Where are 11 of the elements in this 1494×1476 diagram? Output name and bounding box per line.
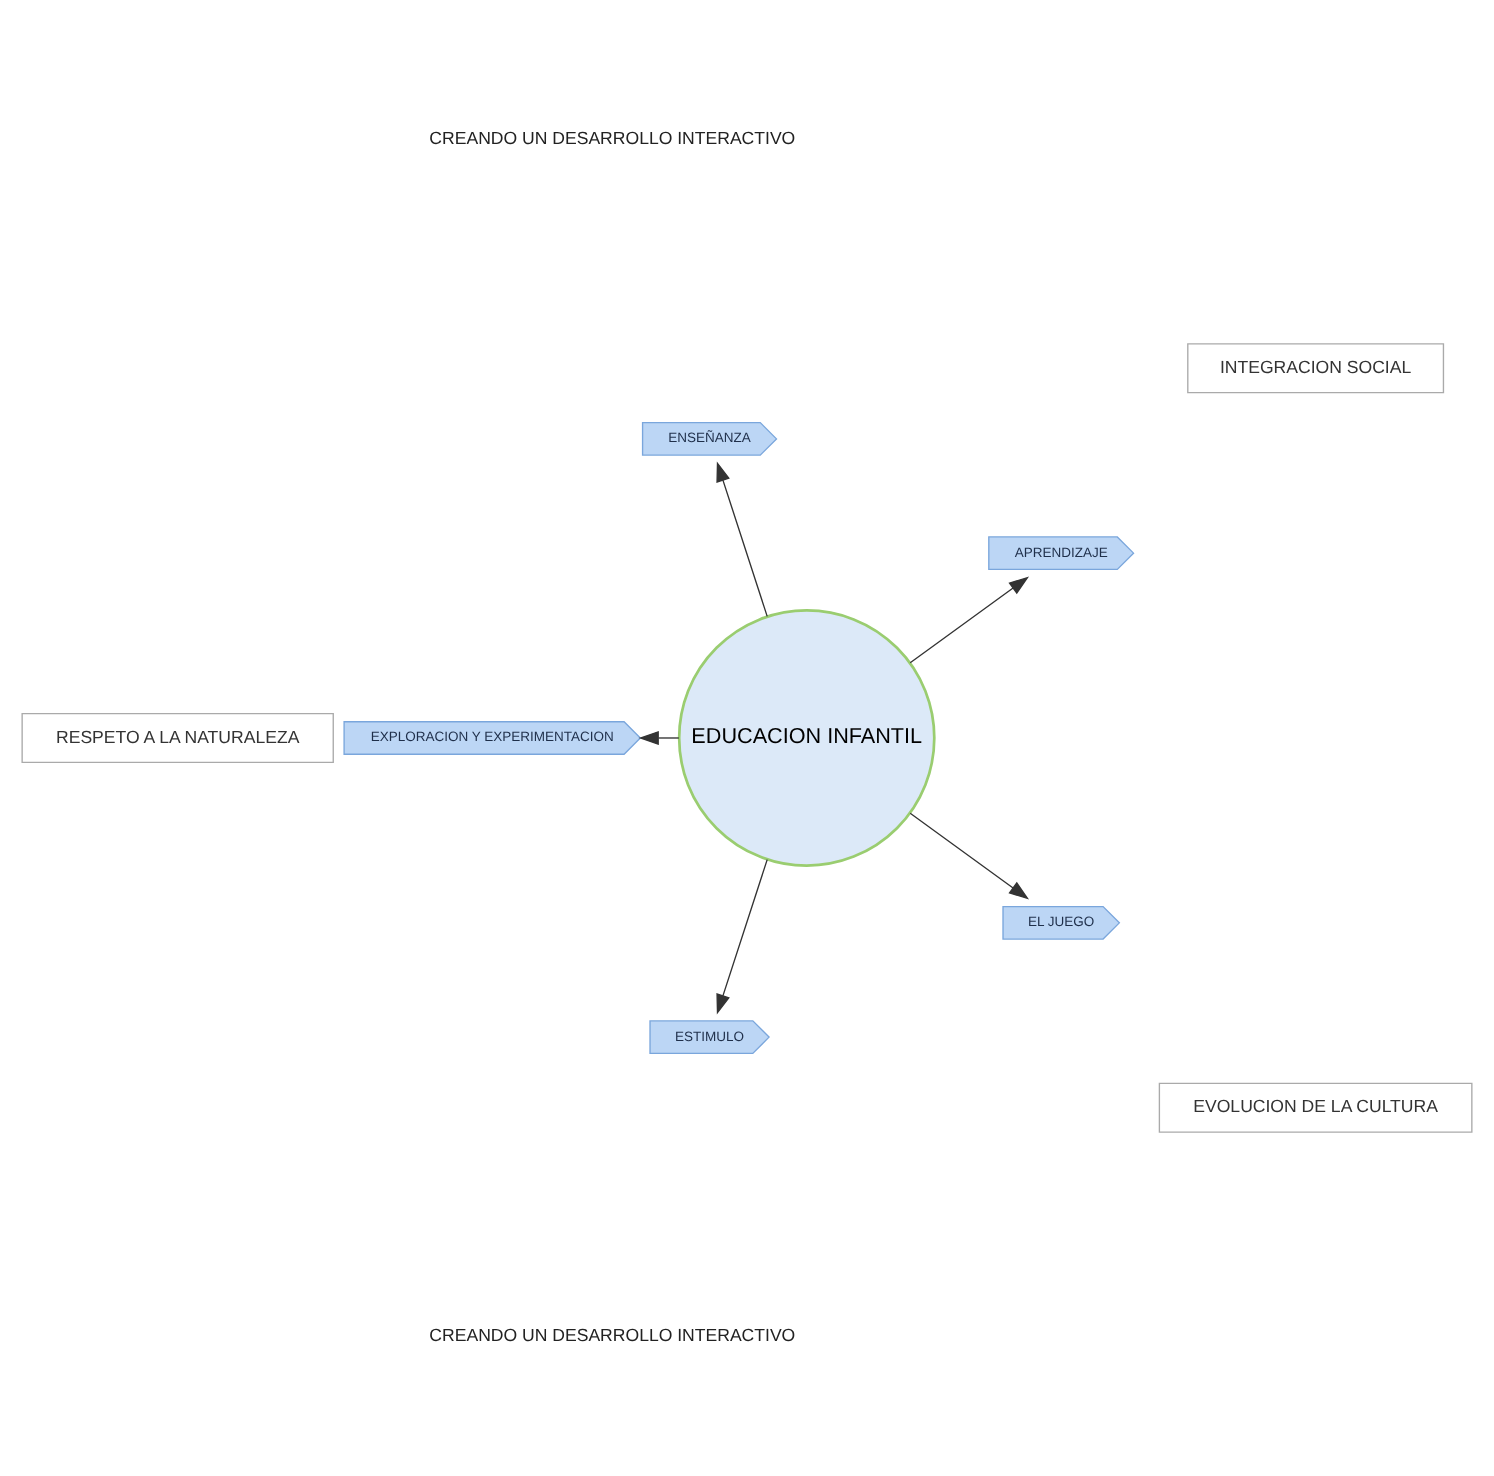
arrow <box>909 812 1030 900</box>
arrow <box>716 461 768 617</box>
node-box: RESPETO A LA NATURALEZA <box>21 712 334 763</box>
node-box: EVOLUCION DE LA CULTURA <box>1158 1082 1473 1133</box>
arrow <box>638 730 680 746</box>
node-box: INTEGRACION SOCIAL <box>1187 343 1445 394</box>
label: CREANDO UN DESARROLLO INTERACTIVO <box>429 1324 796 1345</box>
label: CREANDO UN DESARROLLO INTERACTIVO <box>429 128 796 149</box>
node-circle: EDUCACION INFANTIL <box>677 609 936 867</box>
arrow <box>716 859 768 1015</box>
arrow <box>909 576 1030 664</box>
